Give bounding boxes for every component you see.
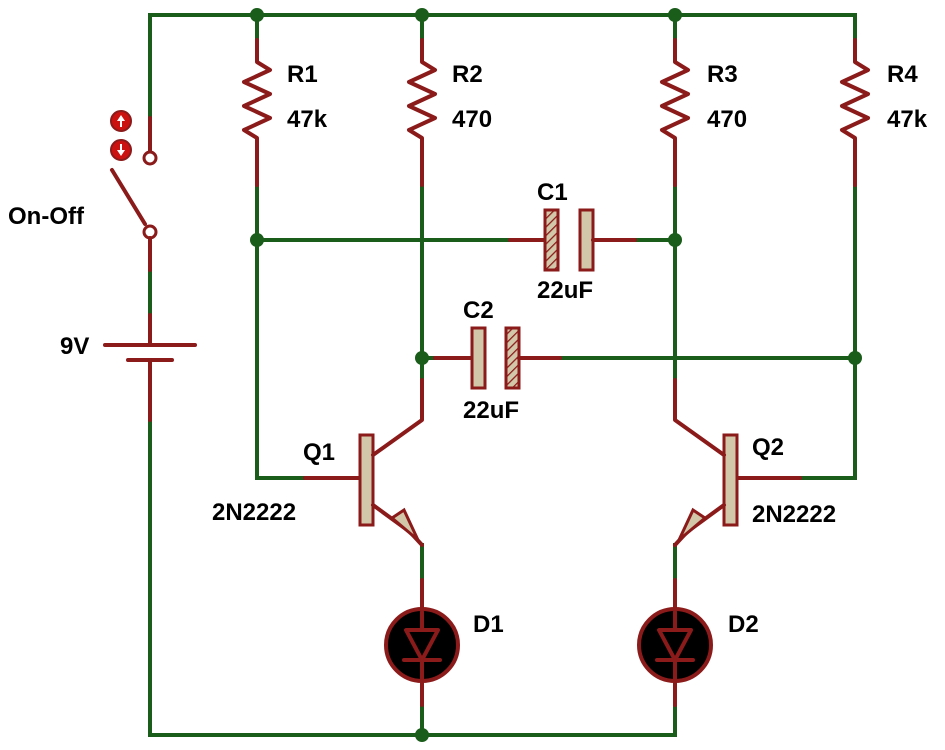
capacitor-c2 — [433, 326, 562, 390]
d2-name: D2 — [728, 611, 759, 638]
c1-name: C1 — [537, 179, 568, 206]
r3-name: R3 — [707, 61, 738, 88]
capacitor-c1 — [508, 208, 637, 272]
transistor-q1 — [303, 378, 424, 547]
c2-name: C2 — [463, 297, 494, 324]
switch-label: On-Off — [8, 203, 85, 230]
r2-name: R2 — [452, 61, 483, 88]
arrow-up-icon[interactable] — [110, 110, 132, 132]
resistor-r2 — [407, 38, 437, 187]
resistor-r4 — [840, 38, 870, 187]
resistor-r3 — [660, 38, 690, 187]
r4-value: 47k — [887, 106, 928, 133]
battery-9v — [103, 313, 197, 422]
r3-value: 470 — [707, 106, 747, 133]
labels: R1 47k R2 470 R3 470 R4 47k C1 22uF C2 2… — [8, 61, 928, 638]
transistor-q2 — [673, 378, 802, 547]
r1-name: R1 — [287, 61, 318, 88]
q2-name: Q2 — [752, 434, 784, 461]
on-off-switch — [110, 110, 158, 272]
resistor-r1 — [242, 38, 272, 187]
q2-part: 2N2222 — [752, 501, 836, 528]
led-d2 — [637, 578, 713, 707]
d1-name: D1 — [473, 611, 504, 638]
battery-label: 9V — [60, 333, 89, 360]
r1-value: 47k — [287, 106, 328, 133]
junction-dots — [250, 8, 862, 742]
arrow-down-icon[interactable] — [110, 139, 132, 161]
q1-part: 2N2222 — [212, 499, 296, 526]
c2-value: 22uF — [463, 397, 519, 424]
c1-value: 22uF — [537, 277, 593, 304]
q1-name: Q1 — [303, 439, 335, 466]
r2-value: 470 — [452, 106, 492, 133]
led-d1 — [384, 578, 460, 707]
r4-name: R4 — [887, 61, 918, 88]
